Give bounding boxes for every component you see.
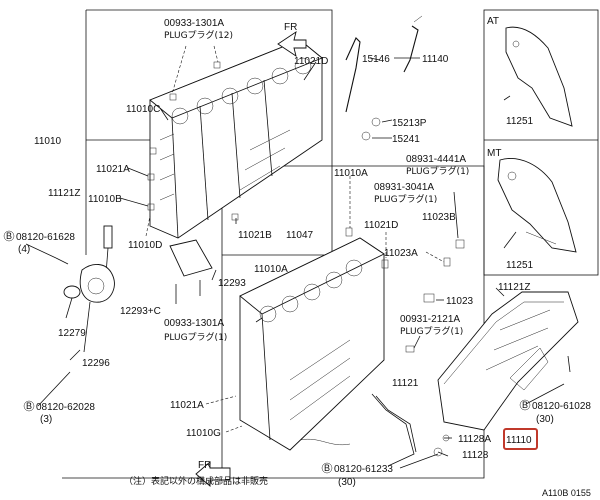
upper-engine-block <box>149 39 323 239</box>
fr-top-label: FR <box>284 22 297 33</box>
mt-label: MT <box>487 148 501 159</box>
leader-lines <box>25 45 565 469</box>
at-mt-frame <box>483 9 599 276</box>
part-11021a-bot: 11021A <box>170 400 204 411</box>
highlight-11110[interactable] <box>503 428 538 450</box>
plug-r2-text: PLUGプラグ(1) <box>374 193 437 205</box>
part-11010g: 11010G <box>186 428 221 439</box>
labels-right-center: 15146 11140 15213P 15241 11010A 08931-44… <box>334 54 474 389</box>
upper-block-frame <box>62 9 333 479</box>
part-11021b: 11021B <box>238 230 272 241</box>
bolt-bottom-qty: (30) <box>338 477 356 488</box>
part-15241: 15241 <box>392 134 420 145</box>
part-11121z-left: 11121Z <box>48 188 80 199</box>
labels-left-column: 11121Z B 08120-61628 (4) 12279 12296 B 0… <box>3 188 110 425</box>
bolt-marker-left-bot-letter: B <box>26 401 32 411</box>
bolt-marker-left-bot <box>23 400 35 412</box>
dipstick-assembly <box>345 15 423 141</box>
part-11121z-right: 11121Z <box>498 282 530 293</box>
part-11121: 11121 <box>392 378 419 389</box>
part-15213p: 15213P <box>392 118 427 129</box>
part-11010c: 11010C <box>126 104 160 115</box>
part-11140: 11140 <box>422 54 449 65</box>
part-11023a: 11023A <box>384 248 418 259</box>
part-11110[interactable]: 11110 <box>506 435 532 446</box>
part-11128: 11128 <box>462 450 489 461</box>
bolt-marker-left-top-letter: B <box>6 231 12 241</box>
part-15146: 15146 <box>362 54 390 65</box>
oil-pan <box>437 291 579 431</box>
at-label: AT <box>487 16 499 27</box>
part-11128a: 11128A <box>458 434 491 445</box>
diagram-id: A110B 0155 <box>542 488 591 498</box>
footnote: （注）表記以外の構成部品は非販売 <box>124 475 268 487</box>
bolt-marker-right <box>519 399 531 411</box>
bolt-marker-bottom-letter: B <box>324 463 330 473</box>
part-11010a-right: 11010A <box>334 168 368 179</box>
labels-oil-pan: 11121Z B 08120-61028 (30) 11128A 11110 1… <box>321 282 591 498</box>
part-11010d: 11010D <box>128 240 162 251</box>
part-11023b: 11023B <box>422 212 456 223</box>
labels-lower-left: 00933-1301A PLUGプラグ(1) 11021A 11010G FR … <box>124 318 268 487</box>
part-11251-at: 11251 <box>506 116 534 127</box>
part-11010b: 11010B <box>88 194 122 205</box>
part-11010: 11010 <box>34 136 62 147</box>
bolt-left-top-qty: (4) <box>18 244 30 255</box>
mt-plate <box>497 158 577 253</box>
part-12279: 12279 <box>58 328 86 339</box>
fr-arrow-top <box>277 30 307 58</box>
plug-r3-code: 00931-2121A <box>400 314 460 325</box>
part-12293: 12293 <box>218 278 246 289</box>
part-11021d-mid: 11021D <box>364 220 398 231</box>
plug-top-text: PLUGプラグ(12) <box>164 29 233 41</box>
bolt-bottom-code: 08120-61233 <box>334 464 393 475</box>
part-11251-mt: 11251 <box>506 260 534 271</box>
plug-r3-text: PLUGプラグ(1) <box>400 325 463 337</box>
part-11023: 11023 <box>446 296 474 307</box>
left-parts <box>55 225 115 361</box>
part-11010a-mid: 11010A <box>254 264 288 275</box>
part-11021d-top: 11021D <box>294 56 328 67</box>
plug-r1-text: PLUGプラグ(1) <box>406 165 469 177</box>
lower-gasket <box>371 393 417 467</box>
plug-r2-code: 08931-3041A <box>374 182 434 193</box>
fr-bottom-label: FR <box>198 460 211 471</box>
labels-at-mt: AT 11251 MT 11251 <box>487 16 534 271</box>
mount-bracket <box>169 239 213 304</box>
lower-engine-block <box>239 237 385 451</box>
part-11047: 11047 <box>286 230 314 241</box>
bolt-marker-right-letter: B <box>522 400 528 410</box>
at-plate <box>505 26 573 127</box>
plug-marks-upper <box>147 61 239 221</box>
bolt-right-qty: (30) <box>536 414 554 425</box>
bolt-left-bot-qty: (3) <box>40 414 52 425</box>
plug-r1-code: 08931-4441A <box>406 154 466 165</box>
labels-upper-left: 00933-1301A PLUGプラグ(12) FR 11021D 11010C… <box>34 18 328 317</box>
plug-mid-code: 00933-1301A <box>164 318 224 329</box>
bolt-marker-bottom <box>321 462 333 474</box>
part-12293c: 12293+C <box>120 306 161 317</box>
bolt-left-top-code: 08120-61628 <box>16 232 75 243</box>
bolt-right-code: 08120-61028 <box>532 401 591 412</box>
plug-mid-text: PLUGプラグ(1) <box>164 331 227 343</box>
bolt-left-bot-code: 08120-62028 <box>36 402 95 413</box>
part-12296: 12296 <box>82 358 110 369</box>
bolt-marker-left-top <box>3 230 15 242</box>
fr-arrow-bottom <box>195 461 231 487</box>
part-11021a-top: 11021A <box>96 164 130 175</box>
plug-top-code: 00933-1301A <box>164 18 224 29</box>
